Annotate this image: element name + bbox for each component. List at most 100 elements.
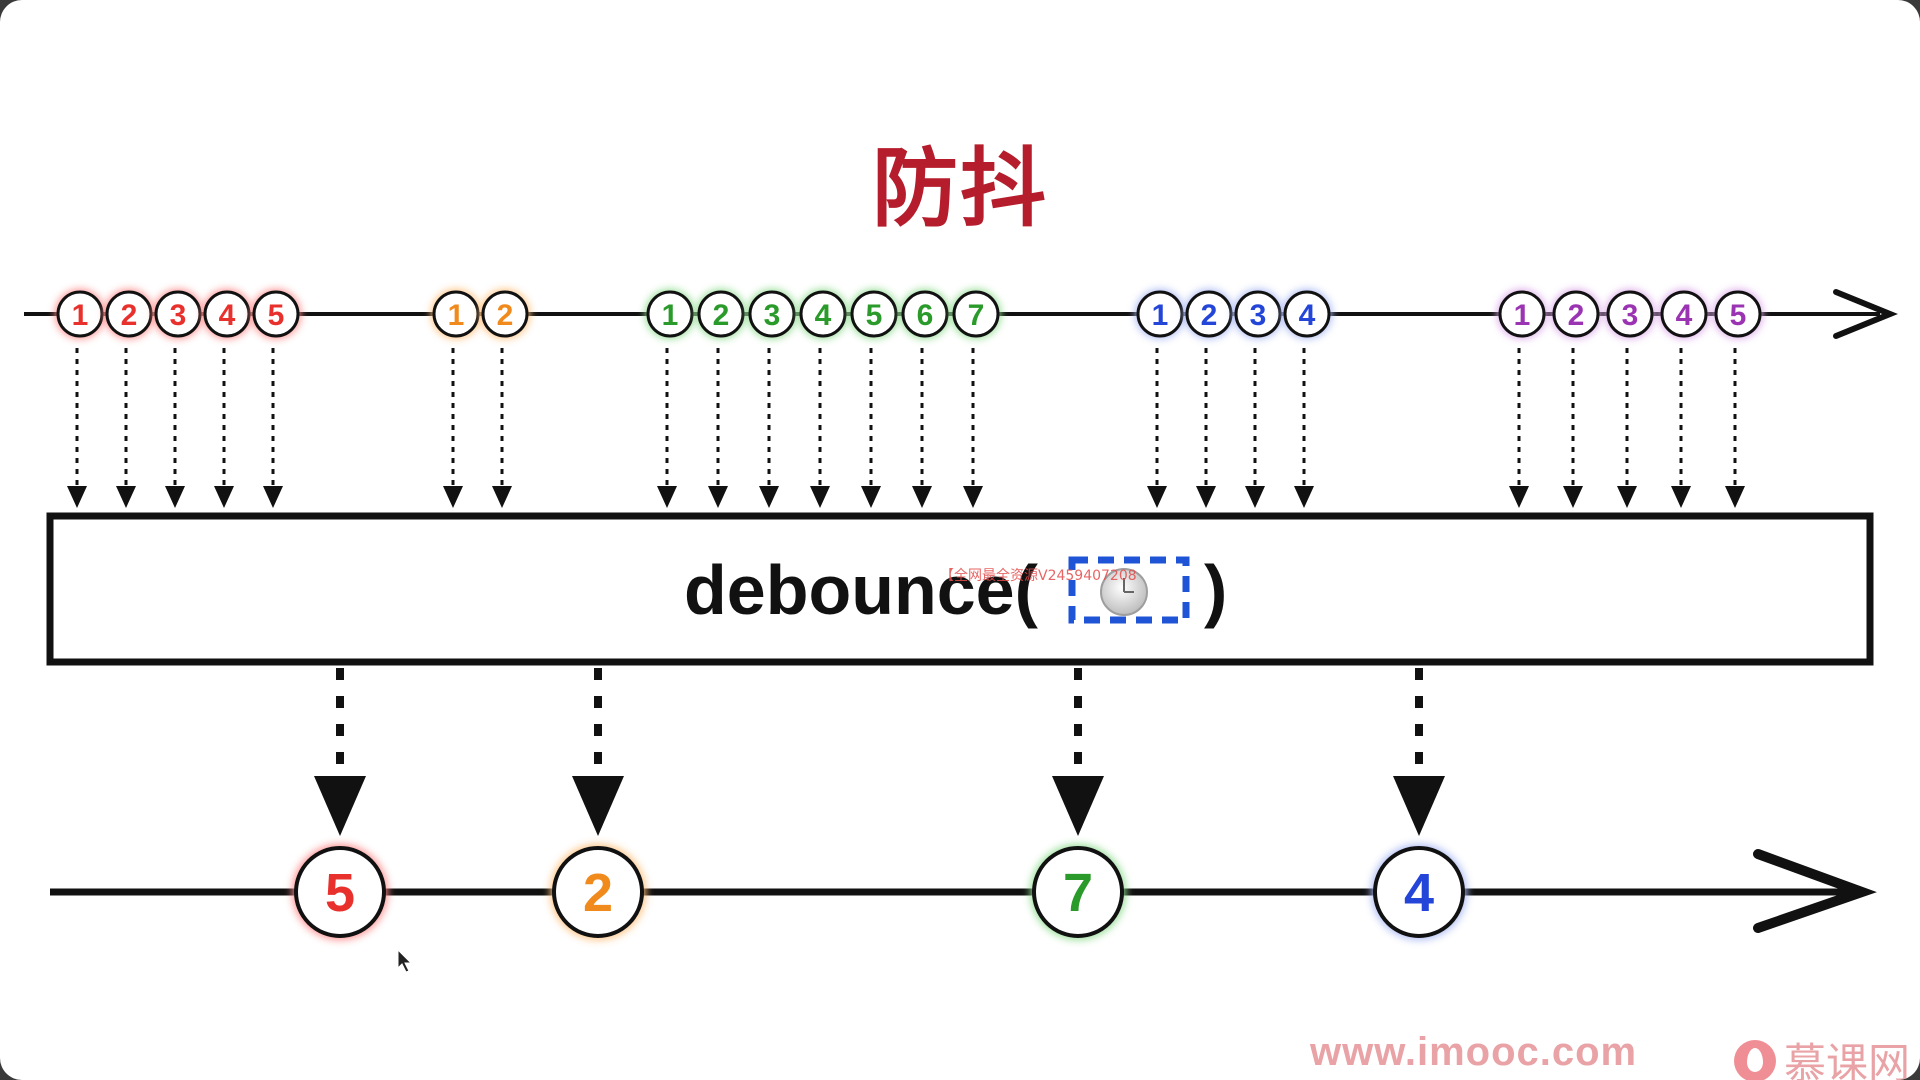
marble-circle xyxy=(1714,290,1762,338)
marble-circle xyxy=(252,290,300,338)
marble-circle xyxy=(952,290,1000,338)
output-timeline-arrowhead xyxy=(1753,849,1877,933)
output-arrow-head xyxy=(572,776,624,836)
input-marble: 3 xyxy=(153,289,203,339)
input-arrow-head xyxy=(1245,486,1265,508)
input-marble: 1 xyxy=(1497,289,1547,339)
marble-label: 3 xyxy=(764,299,781,332)
input-arrow-head xyxy=(443,486,463,508)
input-marble: 3 xyxy=(1233,289,1283,339)
marble-label: 5 xyxy=(866,299,883,332)
output-arrow-head xyxy=(314,776,366,836)
input-marble: 5 xyxy=(1713,289,1763,339)
input-marble: 5 xyxy=(849,289,899,339)
marble-circle xyxy=(56,290,104,338)
marble-circle xyxy=(203,290,251,338)
marble-label: 2 xyxy=(497,299,514,332)
output-arrow-head xyxy=(1052,776,1104,836)
input-arrow-head xyxy=(759,486,779,508)
marble-circle xyxy=(154,290,202,338)
marble-circle xyxy=(799,290,847,338)
marble-label: 7 xyxy=(1063,863,1093,923)
input-marble: 6 xyxy=(900,289,950,339)
output-marble: 5 xyxy=(292,844,388,940)
marble-label: 1 xyxy=(72,299,89,332)
marble-circle xyxy=(748,290,796,338)
marble-circle xyxy=(901,290,949,338)
marble-circle xyxy=(1373,846,1465,938)
marble-label: 7 xyxy=(968,299,985,332)
input-timeline-arrowhead xyxy=(1833,289,1898,339)
input-marble: 4 xyxy=(1282,289,1332,339)
input-arrow-head xyxy=(963,486,983,508)
footer-url: www.imooc.com xyxy=(1310,1030,1638,1074)
marble-label: 2 xyxy=(121,299,138,332)
input-marble: 2 xyxy=(480,289,530,339)
marble-circle xyxy=(1185,290,1233,338)
input-marble: 3 xyxy=(747,289,797,339)
input-arrow-head xyxy=(492,486,512,508)
flame-logo-icon xyxy=(1734,1039,1776,1080)
output-marble: 7 xyxy=(1030,844,1126,940)
input-marble: 2 xyxy=(1551,289,1601,339)
marble-circle xyxy=(432,290,480,338)
marble-label: 2 xyxy=(583,863,613,923)
input-arrow-head xyxy=(1147,486,1167,508)
input-marble: 7 xyxy=(951,289,1001,339)
input-arrow-head xyxy=(861,486,881,508)
input-arrow-head xyxy=(1509,486,1529,508)
input-arrow-head xyxy=(1725,486,1745,508)
operator-close-paren: ) xyxy=(1204,551,1227,629)
marble-label: 2 xyxy=(1201,299,1218,332)
marble-label: 4 xyxy=(219,299,236,332)
marble-circle xyxy=(1498,290,1546,338)
marble-label: 5 xyxy=(1730,299,1747,332)
marble-label: 3 xyxy=(170,299,187,332)
input-arrow-head xyxy=(67,486,87,508)
marble-label: 1 xyxy=(1152,299,1169,332)
marble-circle xyxy=(481,290,529,338)
input-marble: 2 xyxy=(696,289,746,339)
input-arrow-head xyxy=(810,486,830,508)
input-arrow-head xyxy=(1671,486,1691,508)
input-arrow-head xyxy=(165,486,185,508)
output-marbles: 5 2 7 4 xyxy=(292,844,1467,940)
marble-label: 4 xyxy=(1299,299,1316,332)
timer-dashed-box xyxy=(1068,556,1190,624)
marble-label: 1 xyxy=(448,299,465,332)
slide-title: 防抖 xyxy=(872,139,1048,239)
input-arrow-head xyxy=(912,486,932,508)
output-marble: 4 xyxy=(1371,844,1467,940)
input-marble: 2 xyxy=(104,289,154,339)
input-marble: 4 xyxy=(202,289,252,339)
marble-label: 1 xyxy=(1514,299,1531,332)
marble-label: 2 xyxy=(713,299,730,332)
input-arrows xyxy=(67,348,1745,508)
input-marble: 4 xyxy=(1659,289,1709,339)
marble-circle xyxy=(105,290,153,338)
input-arrow-head xyxy=(214,486,234,508)
input-arrow-head xyxy=(1196,486,1216,508)
marble-label: 1 xyxy=(662,299,679,332)
input-arrow-head xyxy=(1617,486,1637,508)
input-arrow-head xyxy=(1294,486,1314,508)
input-marble: 4 xyxy=(798,289,848,339)
operator-label: debounce( xyxy=(684,551,1039,629)
operator-box xyxy=(46,512,1874,666)
marble-circle xyxy=(697,290,745,338)
input-arrow-head xyxy=(657,486,677,508)
marble-circle xyxy=(1234,290,1282,338)
marble-label: 2 xyxy=(1568,299,1585,332)
marble-label: 6 xyxy=(917,299,934,332)
input-marble: 3 xyxy=(1605,289,1655,339)
input-marble: 1 xyxy=(645,289,695,339)
input-arrow-head xyxy=(708,486,728,508)
marble-circle xyxy=(646,290,694,338)
input-marble: 1 xyxy=(431,289,481,339)
marble-circle xyxy=(850,290,898,338)
input-marble: 2 xyxy=(1184,289,1234,339)
input-marble: 1 xyxy=(55,289,105,339)
